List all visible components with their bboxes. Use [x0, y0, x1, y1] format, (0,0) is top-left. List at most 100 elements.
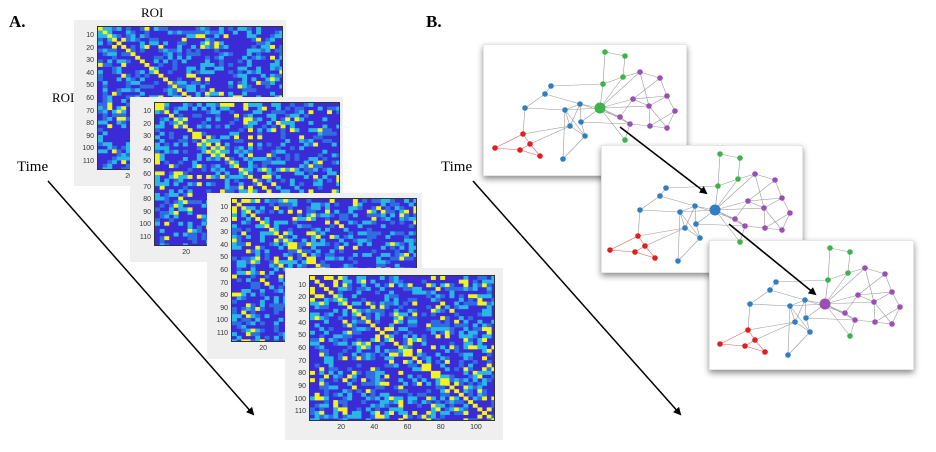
network-graph-1: [492, 49, 678, 162]
network-node: [622, 137, 628, 143]
network-edge: [632, 98, 650, 107]
network-node: [677, 209, 683, 215]
network-edge: [665, 185, 719, 189]
network-node: [889, 289, 895, 295]
network-edge: [649, 110, 676, 127]
network-node: [762, 225, 768, 231]
y-tick-label: 90: [86, 132, 94, 140]
network-node: [600, 81, 606, 87]
y-tick-label: 90: [143, 208, 151, 216]
y-tick-label: 100: [294, 395, 306, 403]
network-node: [582, 133, 588, 139]
network-edge: [824, 272, 849, 305]
y-tick-label: 20: [86, 44, 94, 52]
y-tick-label: 70: [220, 279, 228, 287]
network-edge: [719, 329, 749, 345]
network-node: [779, 195, 785, 201]
network-node: [635, 233, 641, 239]
y-tick-label: 70: [143, 183, 151, 191]
network-edge: [854, 319, 876, 323]
network-edge: [599, 107, 631, 125]
network-node: [602, 49, 608, 55]
network-edge: [754, 173, 765, 209]
y-tick-label: 10: [143, 108, 151, 116]
network-edge: [749, 303, 791, 307]
network-node: [492, 145, 498, 151]
network-edge: [714, 209, 741, 243]
network-edge: [622, 55, 626, 78]
network-edge: [747, 200, 765, 209]
network-edge: [719, 343, 746, 347]
y-tick-label: 110: [216, 329, 228, 337]
network-node: [527, 141, 533, 147]
y-tick-label: 80: [220, 292, 228, 300]
x-tick-label: 20: [125, 173, 133, 180]
network-node: [715, 183, 721, 189]
network-edge: [580, 121, 631, 125]
y-tick-label: 90: [220, 304, 228, 312]
y-tick-label: 50: [298, 332, 306, 340]
network-edge: [524, 93, 546, 109]
network-node: [807, 329, 813, 335]
network-node: [637, 69, 643, 75]
correlation-matrix-4: [309, 275, 495, 421]
network-edge: [679, 211, 701, 239]
network-edge: [864, 267, 875, 303]
network-node: [520, 131, 526, 137]
network-node: [642, 243, 648, 249]
network-node: [767, 287, 773, 293]
network-edge: [609, 249, 636, 253]
network-edge: [609, 235, 639, 251]
network-edge: [763, 197, 783, 209]
network-edge: [602, 76, 624, 85]
network-node: [872, 319, 878, 325]
network-edge: [632, 95, 668, 100]
network-node: [652, 255, 658, 261]
network-node: [772, 177, 778, 183]
network-node: [622, 53, 628, 59]
hub-node: [594, 102, 606, 114]
network-edge: [622, 71, 641, 78]
network-node: [620, 74, 626, 80]
network-edge: [891, 306, 901, 325]
network-edge: [694, 205, 697, 225]
transition-arrow-1: [619, 126, 708, 195]
network-edge: [639, 209, 681, 213]
y-tick-label: 100: [139, 221, 151, 229]
network-edge: [659, 195, 696, 207]
network-node: [737, 239, 743, 245]
network-node: [852, 317, 858, 323]
network-node: [742, 343, 748, 349]
x-tick-label: 40: [370, 424, 379, 431]
network-node: [745, 327, 751, 333]
network-edge: [529, 125, 571, 145]
y-tick-label: 50: [143, 158, 151, 166]
network-edge: [804, 299, 807, 319]
network-edge: [599, 98, 634, 109]
network-edge: [639, 71, 661, 79]
network-edge: [873, 291, 893, 303]
network-edge: [619, 98, 634, 118]
network-node: [882, 271, 888, 277]
network-edge: [827, 247, 831, 281]
network-edge: [599, 105, 650, 109]
network-graph-2: [607, 151, 793, 264]
network-edge: [634, 251, 656, 259]
network-edge: [744, 345, 766, 353]
network-edge: [550, 83, 604, 87]
network-node: [562, 107, 568, 113]
network-edge: [639, 71, 650, 107]
network-edge: [829, 247, 851, 253]
network-node: [664, 93, 670, 99]
panel-a-label: A.: [9, 12, 26, 31]
network-edge: [602, 51, 606, 85]
y-tick-label: 30: [86, 57, 94, 65]
network-node: [627, 121, 633, 127]
network-node: [647, 123, 653, 129]
y-tick-label: 40: [298, 319, 306, 327]
network-edge: [789, 305, 811, 333]
network-edge: [637, 227, 686, 237]
network-edge: [754, 173, 776, 181]
network-node: [697, 235, 703, 241]
network-node: [787, 210, 793, 216]
